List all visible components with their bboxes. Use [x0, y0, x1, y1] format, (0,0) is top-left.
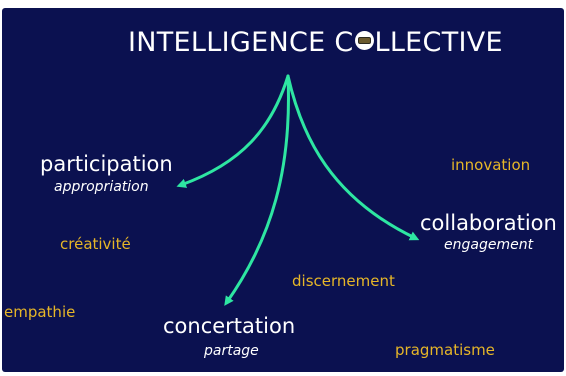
arrow-to-concertation — [224, 74, 290, 306]
arrows-layer — [176, 74, 420, 306]
arrow-to-participation — [176, 74, 290, 188]
node-concertation: concertation — [163, 314, 296, 338]
keyword-innovation: innovation — [451, 156, 531, 174]
node-collaboration: collaboration — [420, 211, 557, 235]
seal-icon — [354, 31, 374, 50]
slide: INTELLIGENCE C LLECTIVE participation app… — [2, 8, 564, 372]
node-collaboration-sub: engagement — [444, 237, 534, 253]
diagram-title: INTELLIGENCE C LLECTIVE — [128, 29, 503, 56]
keyword-pragmatisme: pragmatisme — [395, 341, 495, 359]
node-concertation-sub: partage — [204, 343, 259, 359]
keyword-creativite: créativité — [60, 235, 131, 253]
node-participation-sub: appropriation — [54, 179, 149, 195]
keyword-discernement: discernement — [292, 272, 395, 290]
title-text-start: INTELLIGENCE C — [128, 27, 354, 58]
arrow-to-collaboration — [286, 74, 420, 241]
node-participation: participation — [40, 152, 173, 176]
keyword-empathie: empathie — [4, 303, 76, 321]
title-text-end: LLECTIVE — [374, 27, 503, 58]
